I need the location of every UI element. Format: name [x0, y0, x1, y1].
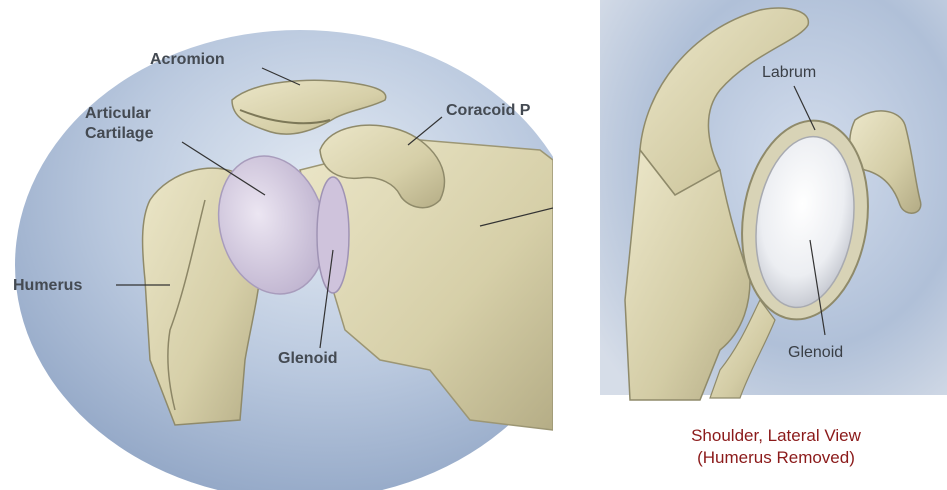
anterior-view-panel: Acromion Articular Cartilage Coracoid P … [0, 0, 553, 490]
articular-label-line2: Cartilage [85, 124, 153, 143]
caption-line1: Shoulder, Lateral View [646, 425, 906, 447]
coracoid-label: Coracoid P [446, 101, 530, 120]
acromion-label: Acromion [150, 50, 225, 69]
caption-line2: (Humerus Removed) [646, 447, 906, 469]
glenoid-cartilage-shape [317, 177, 349, 293]
lateral-view-panel: Labrum Glenoid [600, 0, 947, 490]
glenoid-label-left: Glenoid [278, 349, 338, 368]
glenoid-label-right: Glenoid [788, 343, 843, 362]
anterior-view-illustration [0, 0, 553, 490]
labrum-label: Labrum [762, 63, 816, 82]
articular-label-line1: Articular [85, 104, 151, 123]
humerus-label: Humerus [13, 276, 82, 295]
